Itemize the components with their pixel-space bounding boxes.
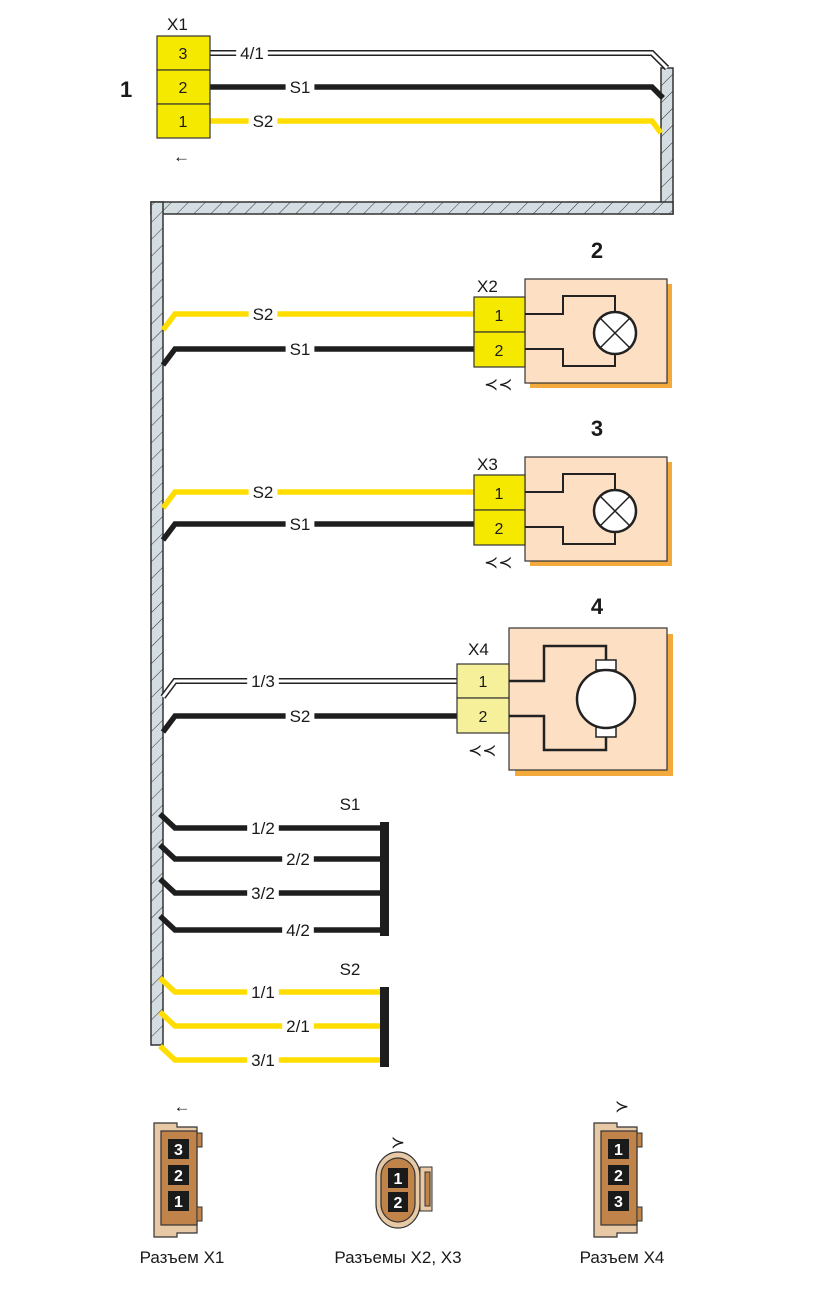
harness-right-segment (660, 67, 674, 215)
pin-number: 1 (179, 114, 188, 131)
plug-direction-icon: ≻ (615, 1097, 629, 1116)
motor-icon (575, 659, 637, 738)
plug-direction-icon: ≻ (391, 1133, 405, 1152)
wire-label: 3/2 (251, 884, 275, 903)
wire-x3-pin-1[interactable]: S2 (160, 479, 474, 510)
pin-number: 3 (179, 46, 188, 63)
wire-label: 1/1 (251, 983, 275, 1002)
pin-number: 1 (495, 486, 504, 503)
wire-label: S2 (253, 112, 274, 131)
pin-number: 1 (479, 674, 488, 691)
wire-x2-pin-1[interactable]: S2 (160, 301, 474, 332)
connector-label: X3 (477, 455, 498, 474)
legend-caption: Разъем X1 (140, 1248, 225, 1267)
lamp-icon (592, 310, 638, 356)
arrow-left-icon: ← (173, 147, 190, 166)
pin-number: 2 (479, 709, 488, 726)
pin-number: 2 (394, 1195, 403, 1212)
wire-x4-pin-2[interactable]: S2 (160, 703, 457, 734)
wire-x1-pin-2[interactable]: S1 (210, 74, 665, 100)
wire-x1-pin-3[interactable]: 4/1 (210, 40, 670, 71)
splice-s2-branch[interactable]: 3/1 (158, 1043, 384, 1070)
wire-label: 3/1 (251, 1051, 275, 1070)
arrow-left-icon: ← (174, 1097, 191, 1116)
component-number: 1 (120, 77, 132, 102)
wire-label: 2/2 (286, 850, 310, 869)
pin-number: 3 (174, 1142, 183, 1159)
pin-number: 2 (495, 343, 504, 360)
wire-label: S2 (290, 707, 311, 726)
pin-number: 2 (179, 80, 188, 97)
wire-label: S1 (290, 515, 311, 534)
wire-label: 4/1 (240, 44, 264, 63)
pin-number: 1 (174, 1194, 183, 1211)
splice-s1-branch[interactable]: 4/2 (158, 913, 384, 940)
wire-label: 1/3 (251, 672, 275, 691)
pin-number: 1 (394, 1171, 403, 1188)
wire-label: 2/1 (286, 1017, 310, 1036)
plug-direction-icon: ≺≺ (484, 375, 513, 394)
wire-x4-pin-1[interactable]: 1/3 (160, 668, 457, 699)
component-number: 4 (591, 594, 604, 619)
wire-label: S1 (290, 340, 311, 359)
wire-x2-pin-2[interactable]: S1 (160, 336, 474, 367)
wire-label: 4/2 (286, 921, 310, 940)
wire-label: S2 (253, 305, 274, 324)
component-number: 3 (591, 416, 603, 441)
pin-number: 2 (174, 1168, 183, 1185)
legend-caption: Разъем X4 (580, 1248, 665, 1267)
connector-label: X4 (468, 640, 489, 659)
splice-s1-branch[interactable]: 1/2 (158, 811, 384, 838)
splice-s2-bar (380, 987, 389, 1067)
wire-label: 1/2 (251, 819, 275, 838)
pin-number: 1 (495, 308, 504, 325)
component-2: 2 X2 1 2 ≺≺ (473, 238, 672, 394)
harness-left-segment (150, 201, 164, 1046)
wires-layer: 4/1S1S2S2S1S2S11/3S21/22/23/24/21/12/13/… (158, 40, 670, 1070)
harness-top-segment (150, 201, 674, 215)
harness-bundle (150, 67, 674, 1046)
connector-label: X2 (477, 277, 498, 296)
wire-label: S2 (253, 483, 274, 502)
legend-caption: Разъемы X2, X3 (334, 1248, 461, 1267)
pin-number: 2 (614, 1168, 623, 1185)
pin-number: 3 (614, 1194, 623, 1211)
connector-x1[interactable]: 3 2 1 (156, 35, 211, 139)
wire-x1-pin-1[interactable]: S2 (210, 108, 664, 135)
pin-number: 1 (614, 1142, 623, 1159)
component-number: 2 (591, 238, 603, 263)
splice-s1-bar (380, 822, 389, 936)
connector-x4[interactable]: 1 2 (456, 663, 510, 734)
plug-direction-icon: ≺≺ (484, 553, 513, 572)
splice-s2-branch[interactable]: 2/1 (158, 1009, 384, 1036)
plug-direction-icon: ≺≺ (468, 741, 497, 760)
connector-x2[interactable]: 1 2 (473, 296, 526, 368)
wire-label: S1 (290, 78, 311, 97)
wire-x3-pin-2[interactable]: S1 (160, 511, 474, 542)
splice-s1-branch[interactable]: 2/2 (158, 842, 384, 869)
splice-s1-label: S1 (340, 795, 361, 814)
component-4: 4 X4 1 2 ≺≺ (456, 594, 673, 776)
lamp-icon (592, 488, 638, 534)
splice-s2-label: S2 (340, 960, 361, 979)
splice-s1-branch[interactable]: 3/2 (158, 876, 384, 903)
splice-s2-branch[interactable]: 1/1 (158, 975, 384, 1002)
connector-x3[interactable]: 1 2 (473, 474, 526, 546)
connector-label: X1 (167, 15, 188, 34)
pin-number: 2 (495, 521, 504, 538)
component-1: 1 X1 3 2 1 ← (120, 15, 211, 166)
component-3: 3 X3 1 2 ≺≺ (473, 416, 672, 572)
